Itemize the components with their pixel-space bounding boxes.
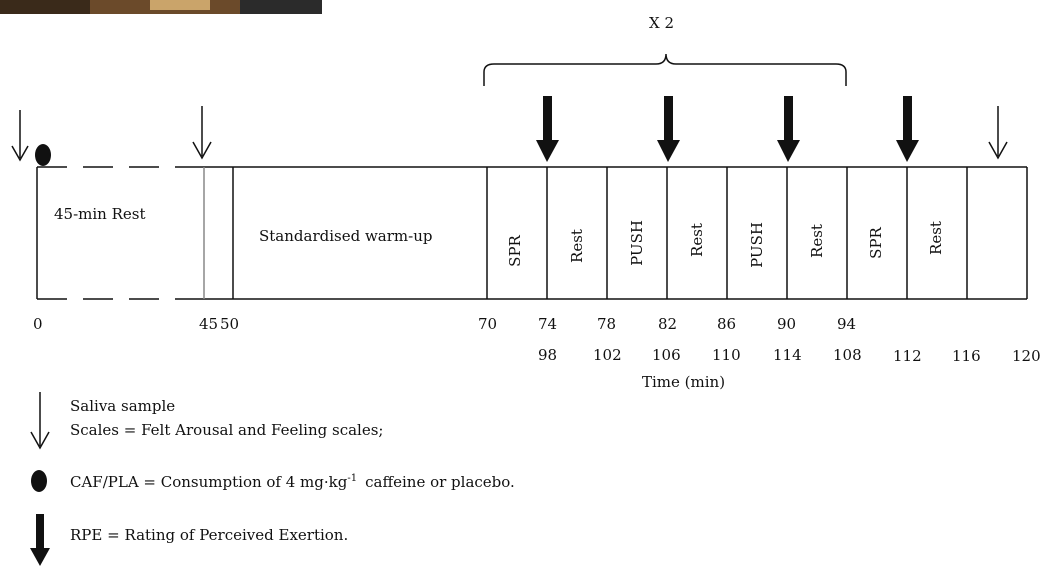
filled-dot-icon xyxy=(35,144,51,166)
repeat-label: X 2 xyxy=(649,14,674,32)
thick-down-arrow-icon xyxy=(896,96,919,162)
block-push-2: PUSH xyxy=(748,222,766,268)
thin-down-arrow-icon xyxy=(11,110,29,162)
legend-caf: CAF/PLA = Consumption of 4 mg·kg-1 caffei… xyxy=(70,473,515,491)
tick-label: 102 xyxy=(593,346,622,364)
legend-rpe: RPE = Rating of Perceived Exertion. xyxy=(70,526,348,544)
tick-label: 82 xyxy=(658,315,677,333)
ticks-row-1: 0 45 50 70 74 78 82 86 90 94 xyxy=(33,315,856,333)
tick-label: 98 xyxy=(538,346,557,364)
repeat-brace xyxy=(483,53,847,86)
tick-label: 0 xyxy=(33,315,43,333)
legend-caf-main: CAF/PLA = Consumption of 4 mg·kg xyxy=(70,473,348,491)
block-rest-1: Rest xyxy=(568,229,586,263)
block-spr-2: SPR xyxy=(867,226,885,258)
tick-label: 94 xyxy=(837,315,856,333)
block-rest-2: Rest xyxy=(688,223,706,257)
tick-label: 78 xyxy=(597,315,616,333)
legend: Saliva sample Scales = Felt Arousal and … xyxy=(30,392,515,566)
legend-scales: Scales = Felt Arousal and Feeling scales… xyxy=(70,421,383,439)
tick-label: 112 xyxy=(893,347,922,365)
legend-caf-tail: caffeine or placebo. xyxy=(365,473,515,491)
tick-label: 114 xyxy=(773,346,802,364)
tick-label: 70 xyxy=(478,315,497,333)
legend-caf-sup: -1 xyxy=(347,473,357,484)
block-rest-45: 45-min Rest xyxy=(54,205,146,223)
legend-saliva: Saliva sample xyxy=(70,397,175,415)
thin-down-arrow-icon xyxy=(988,106,1008,160)
thick-down-arrow-icon xyxy=(657,96,680,162)
ticks-row-2: 98 102 106 110 114 108 112 116 120 xyxy=(538,346,1041,365)
tick-label: 74 xyxy=(538,315,557,333)
tick-label: 110 xyxy=(712,346,741,364)
block-spr-1: SPR xyxy=(506,234,524,266)
thin-down-arrow-icon xyxy=(192,106,212,160)
tick-label: 86 xyxy=(717,315,736,333)
thick-down-arrow-icon xyxy=(30,514,50,566)
photo-fragment xyxy=(0,0,322,14)
block-rest-3: Rest xyxy=(808,224,826,258)
block-push-1: PUSH xyxy=(628,220,646,266)
block-rest-4: Rest xyxy=(927,221,945,255)
tick-label: 45 xyxy=(199,315,218,333)
tick-label: 90 xyxy=(777,315,796,333)
tick-label: 50 xyxy=(220,315,239,333)
thick-down-arrow-icon xyxy=(777,96,800,162)
tick-label: 108 xyxy=(833,346,862,364)
thick-down-arrow-icon xyxy=(536,96,559,162)
thin-down-arrow-icon xyxy=(30,392,50,450)
tick-label: 120 xyxy=(1012,347,1041,365)
axis-label: Time (min) xyxy=(642,373,725,391)
tick-label: 106 xyxy=(652,346,681,364)
tick-label: 116 xyxy=(952,347,981,365)
timeline-box xyxy=(36,166,1028,300)
block-warmup: Standardised warm-up xyxy=(259,227,432,245)
filled-dot-icon xyxy=(31,470,47,492)
